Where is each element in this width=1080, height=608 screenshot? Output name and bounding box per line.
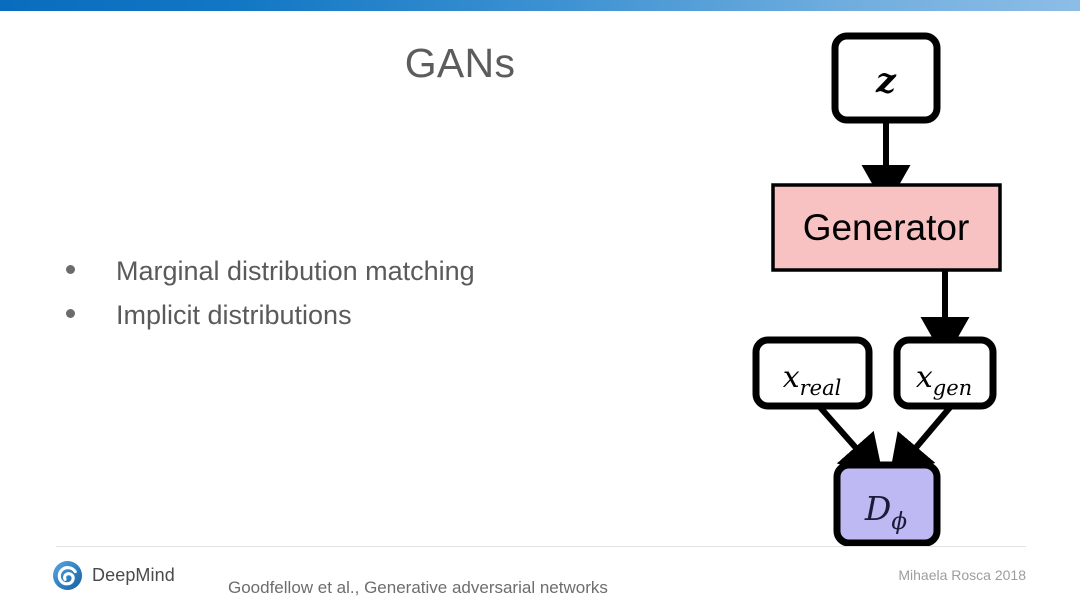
svg-text:Dϕ: Dϕ (864, 489, 907, 535)
author-credit: Mihaela Rosca 2018 (898, 567, 1026, 583)
node-label-generator: Generator (803, 207, 970, 248)
diagram-node-discriminator: Dϕ (833, 461, 941, 547)
node-label-xgen-base: x (916, 360, 933, 395)
diagram-node-z: z (831, 32, 941, 124)
diagram-node-xreal: xreal (752, 336, 873, 410)
svg-text:xreal: xreal (783, 360, 842, 400)
citation-text: Goodfellow et al., Generative adversaria… (228, 578, 608, 597)
node-label-discriminator-base: D (864, 489, 891, 528)
list-item: Marginal distribution matching (66, 252, 686, 290)
diagram-node-xgen: xgen (893, 336, 997, 410)
deepmind-logo-icon (52, 560, 83, 591)
node-label-xreal-subscript: real (800, 376, 842, 400)
node-label-xreal-base: x (783, 360, 800, 395)
bullet-list: Marginal distribution matching Implicit … (66, 252, 686, 340)
bullet-dot-icon (66, 309, 75, 318)
svg-text:xgen: xgen (916, 360, 972, 400)
bullet-text: Implicit distributions (116, 300, 352, 330)
footer-brand: DeepMind (52, 560, 175, 591)
slide-top-accent-bar (0, 0, 1080, 11)
page-title: GANs (404, 40, 516, 86)
edge-xreal-to-discriminator (815, 403, 884, 480)
list-item: Implicit distributions (66, 296, 686, 334)
footer-divider (56, 546, 1026, 547)
edge-xgen-to-discriminator (888, 403, 955, 480)
bullet-dot-icon (66, 265, 75, 274)
diagram-node-generator: Generator (771, 183, 1002, 272)
node-label-discriminator-subscript: ϕ (891, 509, 907, 535)
node-label-xgen-subscript: gen (933, 376, 972, 400)
bullet-text: Marginal distribution matching (116, 256, 475, 286)
deepmind-wordmark: DeepMind (92, 565, 175, 585)
gan-architecture-diagram: z Generator xreal xgen (730, 20, 1060, 550)
node-label-z: z (875, 60, 897, 101)
